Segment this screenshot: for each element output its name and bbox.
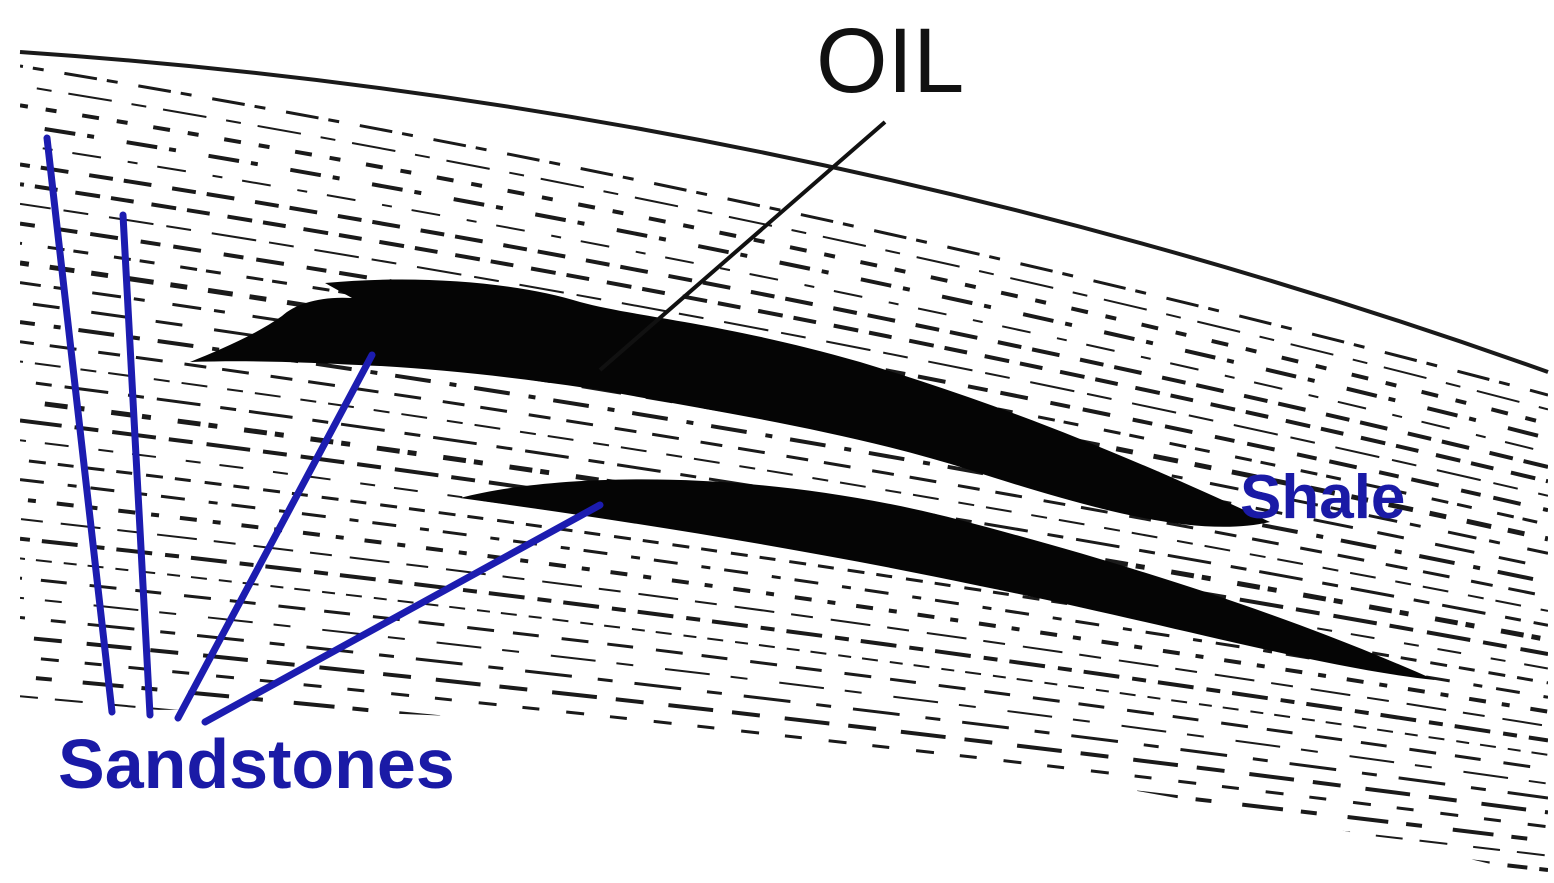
oil-label: OIL: [816, 10, 964, 112]
shale-label: Shale: [1240, 463, 1405, 532]
sandstones-label: Sandstones: [58, 725, 455, 803]
